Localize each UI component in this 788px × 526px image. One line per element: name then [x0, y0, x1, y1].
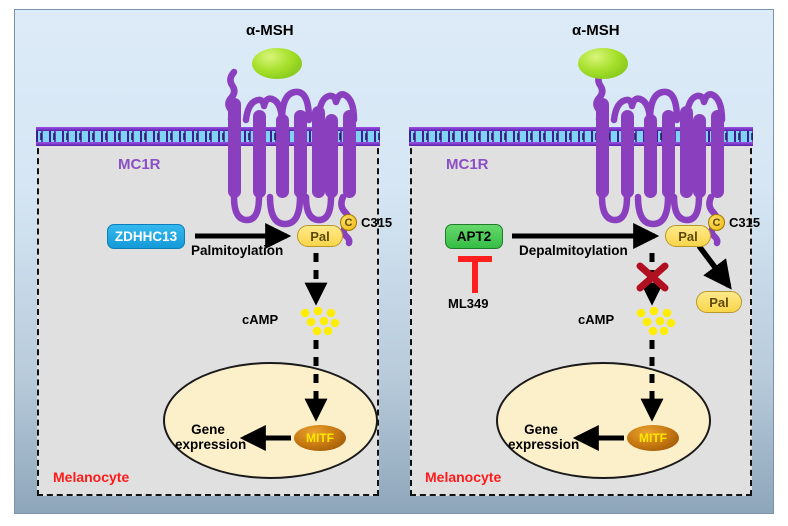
mitf-transcription-factor-right: MITF — [627, 425, 679, 451]
membrane-lipid-dots-right — [409, 133, 753, 140]
c315-label-right: C315 — [729, 215, 761, 230]
camp-label-left: cAMP — [242, 312, 279, 327]
alpha-msh-label-left: α-MSH — [246, 22, 294, 39]
nucleus-left — [163, 362, 378, 479]
enzyme-box-zdhhc13[interactable]: ZDHHC13 — [107, 224, 185, 249]
melanocyte-label-right: Melanocyte — [425, 469, 502, 485]
alpha-msh-ligand-right — [578, 48, 628, 79]
melanocyte-label-left: Melanocyte — [53, 469, 130, 485]
palmitate-pal-released-right: Pal — [696, 291, 742, 313]
membrane-inner-leaflet-right — [409, 142, 753, 146]
cysteine-residue-badge-left: C — [340, 214, 357, 231]
gene-expression-label-right: Gene expression — [508, 422, 580, 453]
plasma-membrane-right — [409, 127, 753, 146]
figure-panel: C C Pal Pal Pal ZDHHC13 APT2 MITF MITF α… — [14, 9, 774, 514]
depalmitoylation-label: Depalmitoylation — [519, 243, 628, 258]
palmitate-pal-right: Pal — [665, 225, 711, 247]
cysteine-residue-badge-right: C — [708, 214, 725, 231]
mc1r-label-right: MC1R — [446, 156, 489, 173]
membrane-outer-leaflet-right — [409, 127, 753, 131]
c315-label-left: C315 — [361, 215, 393, 230]
palmitoylation-label: Palmitoylation — [191, 243, 284, 258]
mitf-transcription-factor-left: MITF — [294, 425, 346, 451]
camp-label-right: cAMP — [578, 312, 615, 327]
ml349-inhibitor-label: ML349 — [448, 296, 489, 311]
alpha-msh-ligand-left — [252, 48, 302, 79]
plasma-membrane-left — [36, 127, 380, 146]
alpha-msh-label-right: α-MSH — [572, 22, 620, 39]
membrane-lipid-dots-left — [36, 133, 380, 140]
membrane-outer-leaflet-left — [36, 127, 380, 131]
gene-expression-label-left: Gene expression — [175, 422, 247, 453]
enzyme-box-apt2[interactable]: APT2 — [445, 224, 503, 249]
mc1r-label-left: MC1R — [118, 156, 161, 173]
nucleus-right — [496, 362, 711, 479]
palmitate-pal-left: Pal — [297, 225, 343, 247]
membrane-inner-leaflet-left — [36, 142, 380, 146]
